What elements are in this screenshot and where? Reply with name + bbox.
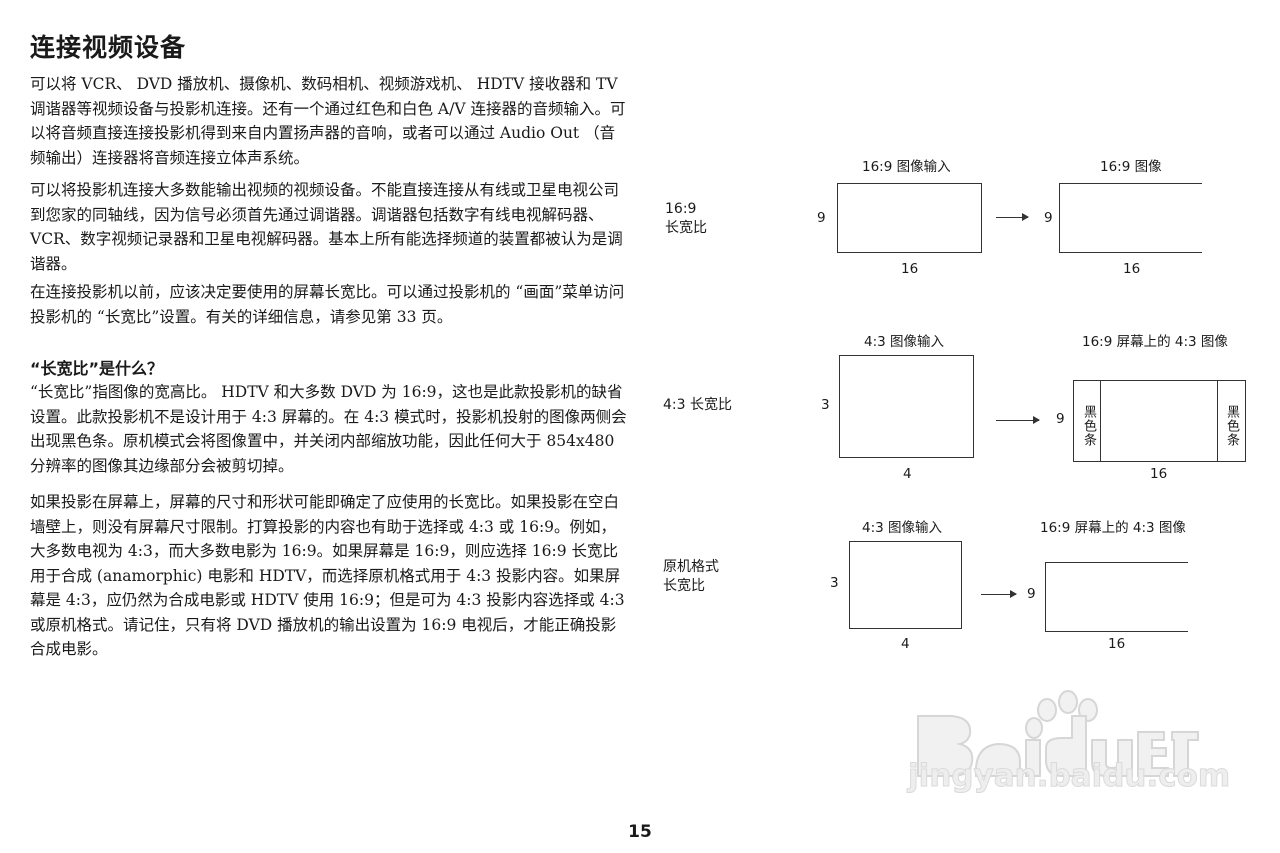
row2-input-width: 4	[903, 466, 912, 482]
aspect-definition-paragraph: “长宽比”指图像的宽高比。 HDTV 和大多数 DVD 为 16:9，这也是此款…	[30, 383, 627, 475]
row1-input-frame	[837, 183, 982, 253]
row3-output-label: 16:9 屏幕上的 4:3 图像	[1040, 520, 1186, 536]
row3-input-height: 3	[830, 575, 839, 591]
aspect-setting-paragraph: 在连接投影机以前，应该决定要使用的屏幕长宽比。可以通过投影机的 “画面”菜单访问…	[30, 283, 625, 326]
row2-right-black-bar-label: 黑色条	[1224, 405, 1239, 447]
row2-input-height: 3	[821, 397, 830, 413]
row2-input-label: 4:3 图像输入	[864, 334, 945, 350]
row2-output-height: 9	[1056, 411, 1065, 427]
intro-paragraph: 可以将 VCR、 DVD 播放机、摄像机、数码相机、视频游戏机、 HDTV 接收…	[30, 75, 626, 167]
row1-output-label: 16:9 图像	[1100, 159, 1162, 175]
row2-right-bar-divider	[1217, 381, 1218, 461]
row3-label: 原机格式 长宽比	[663, 558, 719, 596]
row1-input-width: 16	[901, 261, 919, 277]
row3-output-height: 9	[1027, 586, 1036, 602]
row1-output-frame	[1059, 183, 1202, 253]
row2-output-frame: 黑色条 黑色条	[1073, 380, 1246, 462]
row3-output-frame	[1045, 562, 1188, 632]
row3-input-label: 4:3 图像输入	[862, 520, 943, 536]
row2-input-frame	[839, 355, 974, 458]
aspect-ratio-subheading: “长宽比”是什么？	[30, 359, 164, 378]
row1-output-width: 16	[1123, 261, 1141, 277]
row3-arrow-icon	[981, 590, 1017, 598]
row2-output-width: 16	[1150, 466, 1168, 482]
row1-label: 16:9 长宽比	[665, 200, 707, 238]
aspect-choice-paragraph: 如果投影在屏幕上，屏幕的尺寸和形状可能即确定了应使用的长宽比。如果投影在空白墙壁…	[30, 493, 625, 658]
row3-output-width: 16	[1108, 636, 1126, 652]
row1-label-line1: 16:9	[665, 201, 697, 217]
row1-output-height: 9	[1044, 210, 1053, 226]
row2-left-black-bar-label: 黑色条	[1081, 405, 1096, 447]
row3-label-line2: 长宽比	[663, 578, 705, 594]
row2-output-label: 16:9 屏幕上的 4:3 图像	[1082, 334, 1228, 350]
row1-label-line2: 长宽比	[665, 220, 707, 236]
row1-input-height: 9	[817, 210, 826, 226]
row2-left-bar-divider	[1100, 381, 1101, 461]
baidu-jingyan-watermark-logo	[917, 690, 1199, 777]
page-number: 15	[628, 822, 652, 842]
watermark-url: jingyan.baidu.com	[907, 758, 1231, 795]
row3-input-frame	[849, 541, 962, 629]
row1-input-label: 16:9 图像输入	[862, 159, 951, 175]
tuner-paragraph: 可以将投影机连接大多数能输出视频的视频设备。不能直接连接从有线或卫星电视公司到您…	[30, 181, 623, 273]
row3-label-line1: 原机格式	[663, 559, 719, 575]
row2-label: 4:3 长宽比	[663, 397, 732, 413]
row2-arrow-icon	[996, 416, 1040, 424]
row3-input-width: 4	[901, 636, 910, 652]
row1-arrow-icon	[996, 213, 1029, 221]
page-title: 连接视频设备	[30, 33, 187, 62]
